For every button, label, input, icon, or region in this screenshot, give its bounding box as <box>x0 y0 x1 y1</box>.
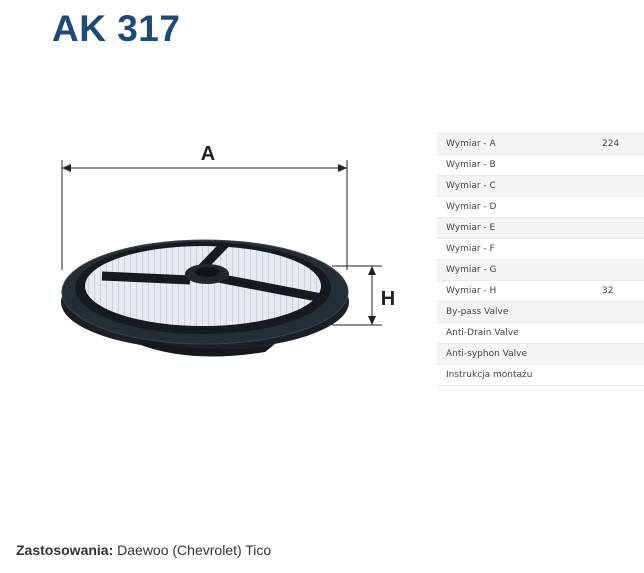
spec-label: Wymiar - D <box>437 196 602 218</box>
spec-value <box>602 175 644 197</box>
spec-label: By-pass Valve <box>437 301 602 323</box>
application-value: Daewoo (Chevrolet) Tico <box>117 542 272 558</box>
spec-row: Anti-Drain Valve <box>437 322 644 344</box>
spec-label: Instrukcja montażu <box>437 364 602 386</box>
spec-row: Wymiar - F <box>437 238 644 260</box>
spec-value <box>602 217 644 239</box>
spec-row: Wymiar - G <box>437 259 644 281</box>
spec-value <box>602 364 644 386</box>
spec-value <box>602 259 644 281</box>
dimension-a-label: A <box>201 143 215 165</box>
spec-row: Wymiar - C <box>437 175 644 197</box>
spec-value <box>602 154 644 176</box>
spec-row: By-pass Valve <box>437 301 644 323</box>
spec-row: Anti-syphon Valve <box>437 343 644 365</box>
spec-value <box>602 196 644 218</box>
product-code: AK 317 <box>52 8 181 49</box>
spec-label: Wymiar - F <box>437 238 602 260</box>
spec-row: Wymiar - E <box>437 217 644 239</box>
dimension-h: H <box>332 265 395 326</box>
spec-label: Anti-syphon Valve <box>437 343 602 365</box>
dimension-h-label: H <box>381 288 395 310</box>
dimension-a: A <box>61 143 348 270</box>
spec-value <box>602 343 644 365</box>
spec-row: Instrukcja montażu <box>437 364 644 386</box>
spec-value <box>602 301 644 323</box>
spec-label: Anti-Drain Valve <box>437 322 602 344</box>
application-line: Zastosowania: Daewoo (Chevrolet) Tico <box>16 542 271 558</box>
spec-label: Wymiar - E <box>437 217 602 239</box>
spec-label: Wymiar - C <box>437 175 602 197</box>
spec-label: Wymiar - G <box>437 259 602 281</box>
spec-value: 224 <box>602 133 644 155</box>
spec-value <box>602 322 644 344</box>
spec-value <box>602 238 644 260</box>
spec-label: Wymiar - A <box>437 133 602 155</box>
spec-row: Wymiar - B <box>437 154 644 176</box>
spec-value: 32 <box>602 280 644 302</box>
spec-label: Wymiar - B <box>437 154 602 176</box>
application-label: Zastosowania: <box>16 542 114 558</box>
filter-diagram: A H <box>61 143 395 357</box>
filter-body <box>61 239 349 357</box>
spec-label: Wymiar - H <box>437 280 602 302</box>
spec-row: Wymiar - D <box>437 196 644 218</box>
